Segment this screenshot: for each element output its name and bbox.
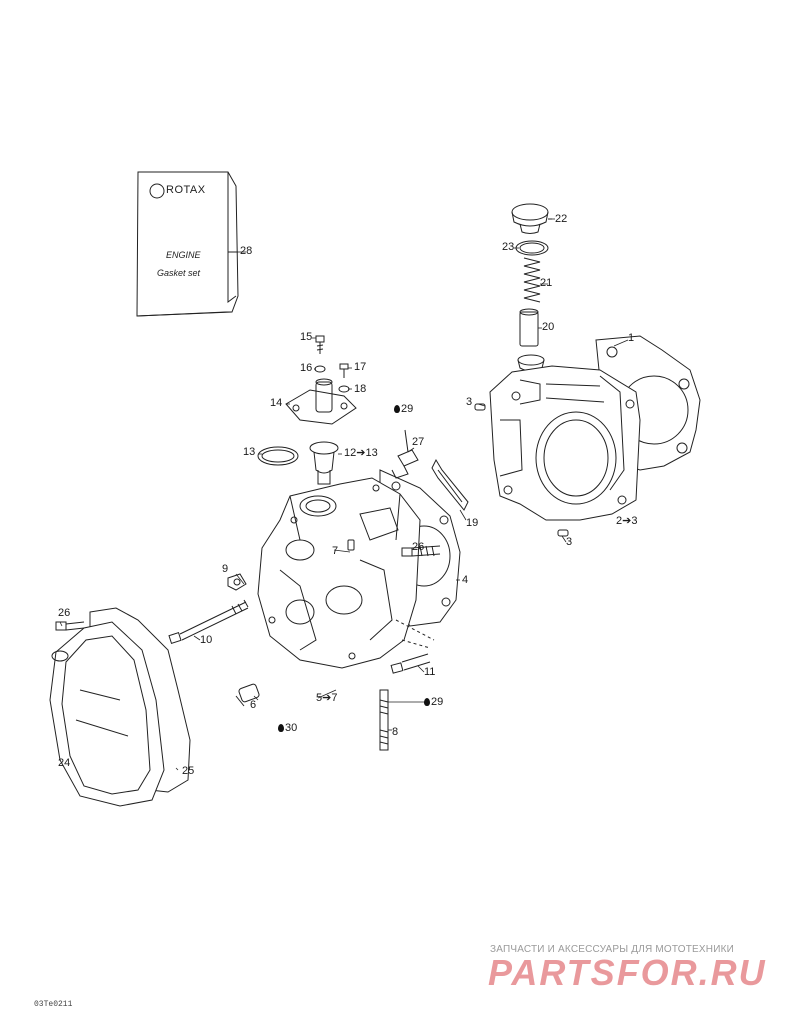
callout-4: 4 bbox=[462, 574, 469, 586]
oil-drop-icon bbox=[394, 405, 400, 413]
manual-title: ENGINE bbox=[166, 250, 201, 260]
oil-cap-part bbox=[511, 203, 552, 234]
callout-23: 23 bbox=[502, 241, 515, 253]
callout-18: 18 bbox=[354, 383, 367, 395]
valve-cover-part bbox=[49, 621, 165, 807]
oil-drop-icon bbox=[278, 724, 284, 732]
callout-10: 10 bbox=[200, 634, 213, 646]
callout-16: 16 bbox=[300, 362, 313, 374]
gasket-set-manual: ROTAX ENGINE Gasket set bbox=[130, 168, 240, 316]
watermark-logo: PARTSFOR.RU bbox=[488, 952, 767, 993]
oil-drop-icon bbox=[424, 698, 430, 706]
callout-20: 20 bbox=[542, 321, 555, 333]
manual-subtitle: Gasket set bbox=[157, 268, 201, 278]
callout-6: 6 bbox=[250, 699, 257, 711]
callout-25: 25 bbox=[182, 765, 195, 777]
callout-29-text: 29 bbox=[431, 696, 444, 708]
callout-24: 24 bbox=[58, 757, 71, 769]
bolt-part bbox=[401, 545, 441, 557]
thermostat-part bbox=[309, 441, 339, 485]
callout-12: 12➔13 bbox=[344, 447, 378, 459]
gasket-set-manual-shape bbox=[136, 171, 239, 317]
screw-part bbox=[315, 335, 325, 354]
callout-11: 11 bbox=[424, 666, 436, 678]
callout-21: 21 bbox=[540, 277, 553, 289]
callout-29: 29 bbox=[394, 404, 413, 415]
stud-part bbox=[379, 689, 389, 751]
manual-brand: ROTAX bbox=[166, 184, 206, 196]
callout-8: 8 bbox=[392, 726, 399, 738]
callout-26: 26 bbox=[412, 541, 425, 553]
nut-part bbox=[227, 573, 247, 591]
callout-29: 29 bbox=[424, 697, 443, 708]
callout-17: 17 bbox=[354, 361, 367, 373]
callout-28: 28 bbox=[240, 245, 253, 257]
head-bolt-part bbox=[168, 599, 249, 644]
callout-19: 19 bbox=[466, 517, 479, 529]
callout-1: 1 bbox=[628, 332, 635, 344]
thermostat-housing-part bbox=[285, 378, 357, 425]
callout-30-text: 30 bbox=[285, 722, 298, 734]
callout-29-text: 29 bbox=[401, 403, 414, 415]
plug-part bbox=[235, 683, 260, 707]
bolt-part bbox=[390, 653, 431, 674]
callout-22: 22 bbox=[555, 213, 568, 225]
callout-7: 7 bbox=[332, 545, 339, 557]
callout-3: 3 bbox=[466, 396, 473, 408]
callout-15: 15 bbox=[300, 331, 313, 343]
callout-27: 27 bbox=[412, 436, 425, 448]
drawing-code: 03Te0211 bbox=[34, 1000, 73, 1009]
callout-30: 30 bbox=[278, 723, 297, 734]
bolt-part bbox=[55, 621, 85, 631]
callout-5: 5➔7 bbox=[316, 692, 338, 704]
callout-2: 2➔3 bbox=[616, 515, 638, 527]
callout-9: 9 bbox=[222, 563, 229, 575]
watermark-tagline: ЗАПЧАСТИ И АКСЕССУАРЫ ДЛЯ МОТОТЕХНИКИ bbox=[490, 944, 735, 955]
callout-13: 13 bbox=[243, 446, 256, 458]
temperature-sensor-part bbox=[391, 429, 419, 479]
spring-part bbox=[523, 257, 541, 303]
thermostat-oring-part bbox=[257, 446, 299, 466]
plunger-part bbox=[519, 308, 539, 347]
cylinder-part bbox=[489, 365, 641, 521]
callout-14: 14 bbox=[270, 397, 283, 409]
callout-26: 26 bbox=[58, 607, 71, 619]
callout-3: 3 bbox=[566, 536, 573, 548]
cylinder-head-part bbox=[257, 477, 435, 669]
dowel-part bbox=[474, 403, 486, 411]
hose-clamp-part bbox=[431, 458, 469, 511]
